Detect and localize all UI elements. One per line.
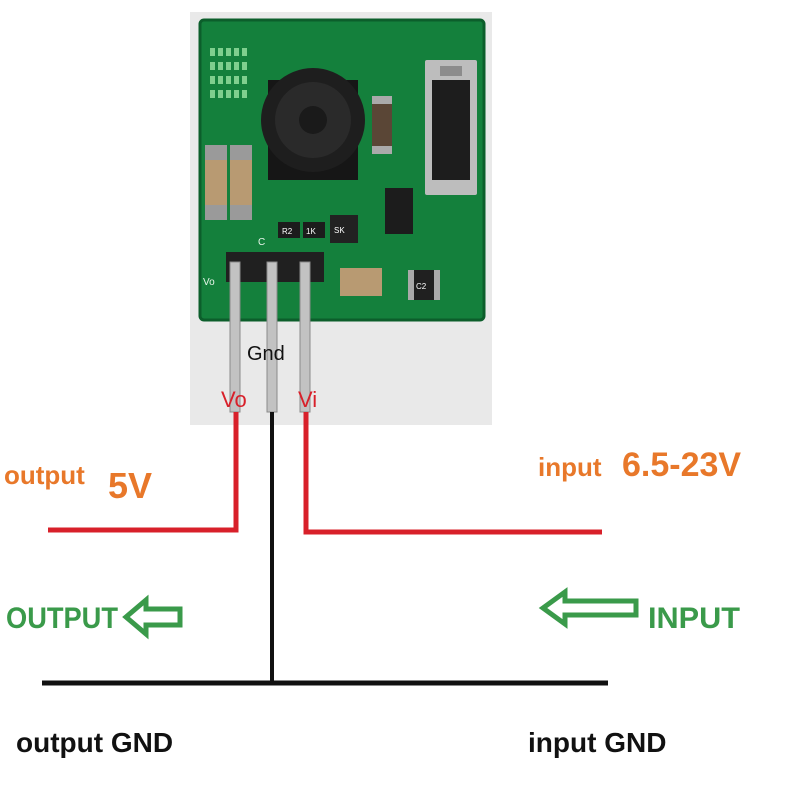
silk-c2: C2 xyxy=(416,282,427,291)
input-direction: INPUT xyxy=(538,587,740,635)
input-gnd-label: input GND xyxy=(528,727,666,758)
silk-1k: 1K xyxy=(306,227,316,236)
inductor xyxy=(261,68,365,180)
small-components xyxy=(278,96,440,300)
input-voltage-label: input 6.5-23V xyxy=(538,446,741,484)
pcb-edge xyxy=(198,18,486,322)
output-gnd-label: output GND xyxy=(16,727,173,758)
output-label: output xyxy=(4,460,85,490)
module-photo: Vo C R2 1K SK C2 Gnd Vo Vi xyxy=(190,12,492,425)
left-arrow-icon xyxy=(122,594,183,640)
output-voltage: 5V xyxy=(108,465,152,506)
pin-label-gnd: Gnd xyxy=(247,343,285,365)
silk-sk: SK xyxy=(334,226,345,235)
pin-gnd xyxy=(266,261,278,413)
schottky-diode xyxy=(425,60,477,195)
silk-r2: R2 xyxy=(282,227,293,236)
output-voltage-label: output 5V xyxy=(4,460,152,506)
silkscreen: Vo C R2 1K SK C2 xyxy=(203,226,427,291)
silk-vo: Vo xyxy=(203,277,215,288)
input-voltage: 6.5-23V xyxy=(622,446,741,484)
left-arrow-icon xyxy=(538,587,639,629)
output-capacitors xyxy=(205,145,252,220)
input-wire xyxy=(303,412,602,535)
pin-label-vo: Vo xyxy=(221,387,247,412)
silk-c: C xyxy=(258,237,265,248)
wires xyxy=(42,412,608,686)
output-direction-label: OUTPUT xyxy=(6,602,118,635)
input-label: input xyxy=(538,452,602,482)
output-direction: OUTPUT xyxy=(6,594,183,640)
pad-grid xyxy=(210,48,247,98)
input-direction-label: INPUT xyxy=(648,602,740,635)
pin-label-vi: Vi xyxy=(298,387,317,412)
output-wire xyxy=(48,412,239,533)
